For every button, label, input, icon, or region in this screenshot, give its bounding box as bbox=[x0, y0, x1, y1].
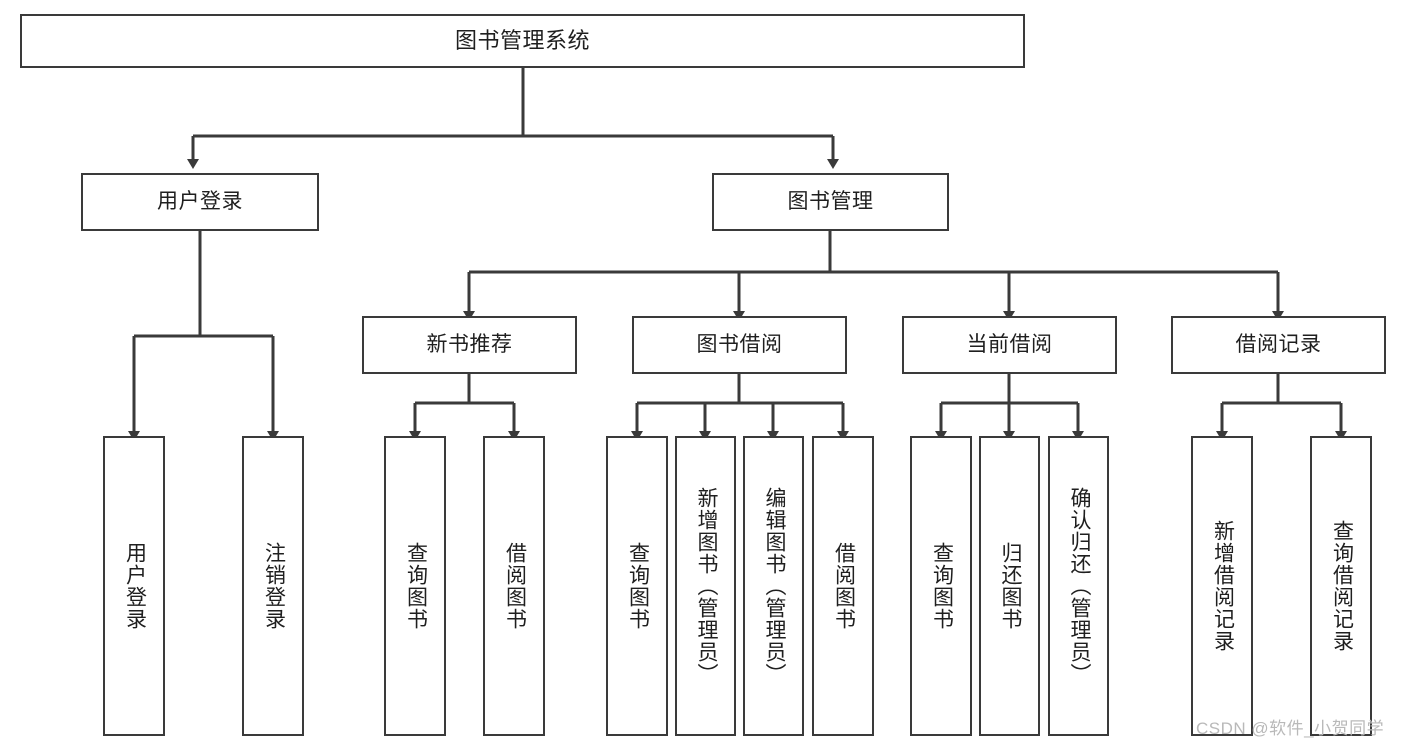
node-user-login[interactable]: 用户登录 bbox=[81, 173, 319, 231]
node-leaf-query-book-current[interactable]: 查询图书 bbox=[910, 436, 972, 736]
node-label: 用户登录 bbox=[123, 542, 147, 630]
node-leaf-query-borrow-record[interactable]: 查询借阅记录 bbox=[1310, 436, 1372, 736]
node-label: 借阅记录 bbox=[1235, 332, 1322, 356]
node-leaf-logout-login[interactable]: 注销登录 bbox=[242, 436, 304, 736]
node-leaf-borrow-book-recommend[interactable]: 借阅图书 bbox=[483, 436, 545, 736]
node-leaf-user-login[interactable]: 用户登录 bbox=[103, 436, 165, 736]
node-root-book-management-system[interactable]: 图书管理系统 bbox=[20, 14, 1025, 68]
node-label: 确认归还（管理员） bbox=[1067, 487, 1091, 685]
node-leaf-query-book-recommend[interactable]: 查询图书 bbox=[384, 436, 446, 736]
node-label: 注销登录 bbox=[262, 542, 286, 630]
node-book-borrow[interactable]: 图书借阅 bbox=[632, 316, 847, 374]
node-leaf-add-borrow-record[interactable]: 新增借阅记录 bbox=[1191, 436, 1253, 736]
node-label: 用户登录 bbox=[157, 189, 243, 213]
node-label: 查询借阅记录 bbox=[1330, 520, 1354, 652]
node-label: 新书推荐 bbox=[426, 332, 513, 356]
node-label: 查询图书 bbox=[404, 542, 428, 630]
node-leaf-query-book-borrow[interactable]: 查询图书 bbox=[606, 436, 668, 736]
node-book-management[interactable]: 图书管理 bbox=[712, 173, 949, 231]
node-leaf-edit-book-admin[interactable]: 编辑图书（管理员） bbox=[743, 436, 804, 736]
node-new-book-recommend[interactable]: 新书推荐 bbox=[362, 316, 577, 374]
node-label: 查询图书 bbox=[626, 542, 650, 630]
node-borrow-record[interactable]: 借阅记录 bbox=[1171, 316, 1386, 374]
node-leaf-return-book[interactable]: 归还图书 bbox=[979, 436, 1040, 736]
node-leaf-confirm-return-admin[interactable]: 确认归还（管理员） bbox=[1048, 436, 1109, 736]
node-label: 图书借阅 bbox=[696, 332, 783, 356]
node-label: 编辑图书（管理员） bbox=[762, 487, 786, 685]
node-label: 图书管理 bbox=[787, 189, 874, 213]
node-label: 当前借阅 bbox=[966, 332, 1053, 356]
node-leaf-add-book-admin[interactable]: 新增图书（管理员） bbox=[675, 436, 736, 736]
node-label: 借阅图书 bbox=[503, 542, 527, 630]
node-label: 新增借阅记录 bbox=[1211, 520, 1235, 652]
node-label: 新增图书（管理员） bbox=[694, 487, 718, 685]
node-current-borrow[interactable]: 当前借阅 bbox=[902, 316, 1117, 374]
node-label: 借阅图书 bbox=[832, 542, 856, 630]
node-leaf-borrow-book-borrow[interactable]: 借阅图书 bbox=[812, 436, 874, 736]
node-label: 查询图书 bbox=[930, 542, 954, 630]
node-label: 图书管理系统 bbox=[454, 28, 590, 54]
node-label: 归还图书 bbox=[998, 542, 1022, 630]
csdn-watermark: CSDN @软件_小贺同学 bbox=[1196, 719, 1385, 738]
